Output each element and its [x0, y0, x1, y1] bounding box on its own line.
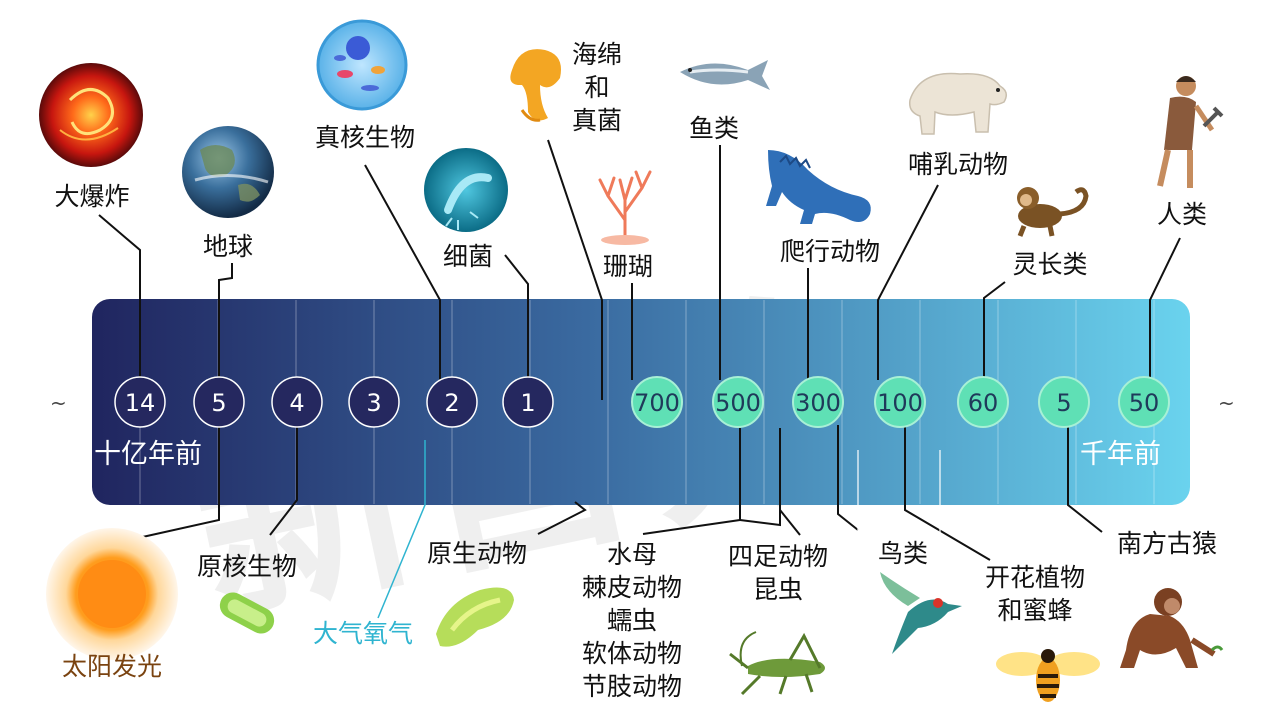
- marker-billion-5: 5: [193, 376, 245, 428]
- monkey-icon: [1017, 187, 1089, 237]
- markers: 14 5 4 3 2 1 700 500 300 100 60 5 50: [114, 376, 1170, 428]
- connector-lines: [98, 139, 1181, 561]
- marker-billion-14-circle: [114, 376, 166, 428]
- label-human: 人类: [1156, 200, 1208, 229]
- australopith-icon: [1120, 588, 1224, 668]
- marker-billion-3: 3: [348, 376, 400, 428]
- marker-billion-3-circle: [348, 376, 400, 428]
- sun-icon: [46, 528, 178, 660]
- bird-icon: [880, 572, 962, 654]
- label-sponge-line-2: 和: [584, 73, 610, 102]
- marker-billion-14-text: 14: [125, 389, 156, 417]
- marker-thousand-5-text: 5: [1056, 389, 1071, 417]
- label-reptile: 爬行动物: [779, 237, 881, 266]
- marker-billion-1-circle: [502, 376, 554, 428]
- label-earth: 地球: [202, 232, 254, 261]
- bacteria-icon: [424, 148, 508, 232]
- label-fish: 鱼类: [688, 114, 740, 143]
- marker-thousand-500-text: 500: [715, 389, 761, 417]
- marker-thousand-50-text: 50: [1129, 389, 1160, 417]
- label-sponge-line-1: 海绵: [571, 40, 623, 69]
- marker-thousand-100-text: 100: [877, 389, 923, 417]
- marker-thousand-50: 50: [1118, 376, 1170, 428]
- label-invert-line-3: 蠕虫: [606, 606, 658, 635]
- label-invert-line-4: 软体动物: [581, 639, 683, 668]
- faint-connectors: [857, 450, 941, 546]
- marker-thousand-700-text: 700: [634, 389, 680, 417]
- reptile-icon: [766, 150, 871, 224]
- label-invert-line-2: 棘皮动物: [581, 573, 683, 602]
- protozoa-icon: [436, 587, 514, 647]
- marker-thousand-5-circle: [1038, 376, 1090, 428]
- marker-thousand-500: 500: [712, 376, 764, 428]
- label-tetrapod-line-1: 四足动物: [727, 542, 829, 571]
- label-flower-bee: 开花植物 和蜜蜂: [985, 561, 1085, 627]
- marker-billion-4: 4: [271, 376, 323, 428]
- marker-billion-1-text: 1: [520, 389, 535, 417]
- right-tilde: ~: [1218, 391, 1235, 415]
- marker-thousand-700: 700: [631, 376, 683, 428]
- marker-thousand-300: 300: [792, 376, 844, 428]
- sponge-fungus-icon: [510, 49, 561, 122]
- marker-thousand-300-circle: [792, 376, 844, 428]
- label-bacteria: 细菌: [442, 242, 494, 271]
- label-prokaryote: 原核生物: [196, 552, 298, 581]
- marker-thousand-700-circle: [631, 376, 683, 428]
- marker-thousand-300-text: 300: [795, 389, 841, 417]
- label-invert-line-5: 节肢动物: [581, 672, 683, 701]
- label-sun: 太阳发光: [61, 652, 163, 681]
- label-big-bang: 大爆炸: [54, 182, 130, 211]
- caveman-icon: [1157, 76, 1224, 188]
- label-oxygen: 大气氧气: [312, 619, 414, 648]
- marker-billion-5-circle: [193, 376, 245, 428]
- label-protozoa: 原生动物: [426, 539, 528, 568]
- label-mammal: 哺乳动物: [907, 150, 1009, 179]
- eukaryote-cell-icon: [316, 19, 408, 111]
- label-tetrapod-line-2: 昆虫: [752, 575, 804, 604]
- grasshopper-icon: [729, 631, 825, 696]
- marker-billion-5-text: 5: [211, 389, 226, 417]
- marker-thousand-50-circle: [1118, 376, 1170, 428]
- label-sponge-line-3: 真菌: [571, 106, 623, 135]
- unit-left-label: 十亿年前: [94, 439, 202, 470]
- label-invertebrates: 水母 棘皮动物 蠕虫 软体动物 节肢动物: [582, 538, 682, 703]
- oxygen-connector: [377, 440, 426, 619]
- label-primate: 灵长类: [1012, 250, 1088, 279]
- marker-billion-14: 14: [114, 376, 166, 428]
- label-coral: 珊瑚: [602, 252, 654, 281]
- unit-right-label: 千年前: [1080, 439, 1161, 470]
- left-tilde: ~: [50, 391, 67, 415]
- marker-billion-2-circle: [426, 376, 478, 428]
- marker-billion-2: 2: [426, 376, 478, 428]
- label-flower-line-2: 和蜜蜂: [997, 596, 1073, 625]
- label-invert-line-1: 水母: [606, 540, 658, 569]
- prokaryote-icon: [219, 592, 275, 634]
- marker-billion-2-text: 2: [444, 389, 459, 417]
- marker-billion-3-text: 3: [366, 389, 381, 417]
- marker-thousand-60: 60: [957, 376, 1009, 428]
- marker-thousand-100: 100: [874, 376, 926, 428]
- coral-icon: [598, 170, 652, 245]
- marker-thousand-60-circle: [957, 376, 1009, 428]
- label-tetrapod-insect: 四足动物 昆虫: [728, 540, 828, 606]
- label-flower-line-1: 开花植物: [984, 563, 1086, 592]
- label-australopith: 南方古猿: [1116, 529, 1218, 558]
- polar-bear-icon: [908, 72, 1007, 135]
- marker-thousand-500-circle: [712, 376, 764, 428]
- earth-icon: [182, 126, 274, 218]
- label-eukaryote: 真核生物: [314, 123, 416, 152]
- marker-billion-4-circle: [271, 376, 323, 428]
- marker-thousand-100-circle: [874, 376, 926, 428]
- big-bang-icon: [39, 63, 143, 167]
- marker-billion-4-text: 4: [289, 389, 304, 417]
- label-bird: 鸟类: [877, 539, 929, 568]
- bee-icon: [996, 649, 1100, 702]
- marker-thousand-5: 5: [1038, 376, 1090, 428]
- marker-thousand-60-text: 60: [968, 389, 999, 417]
- fish-icon: [680, 60, 770, 90]
- marker-billion-1: 1: [502, 376, 554, 428]
- label-sponge-fungi: 海绵 和 真菌: [572, 38, 622, 137]
